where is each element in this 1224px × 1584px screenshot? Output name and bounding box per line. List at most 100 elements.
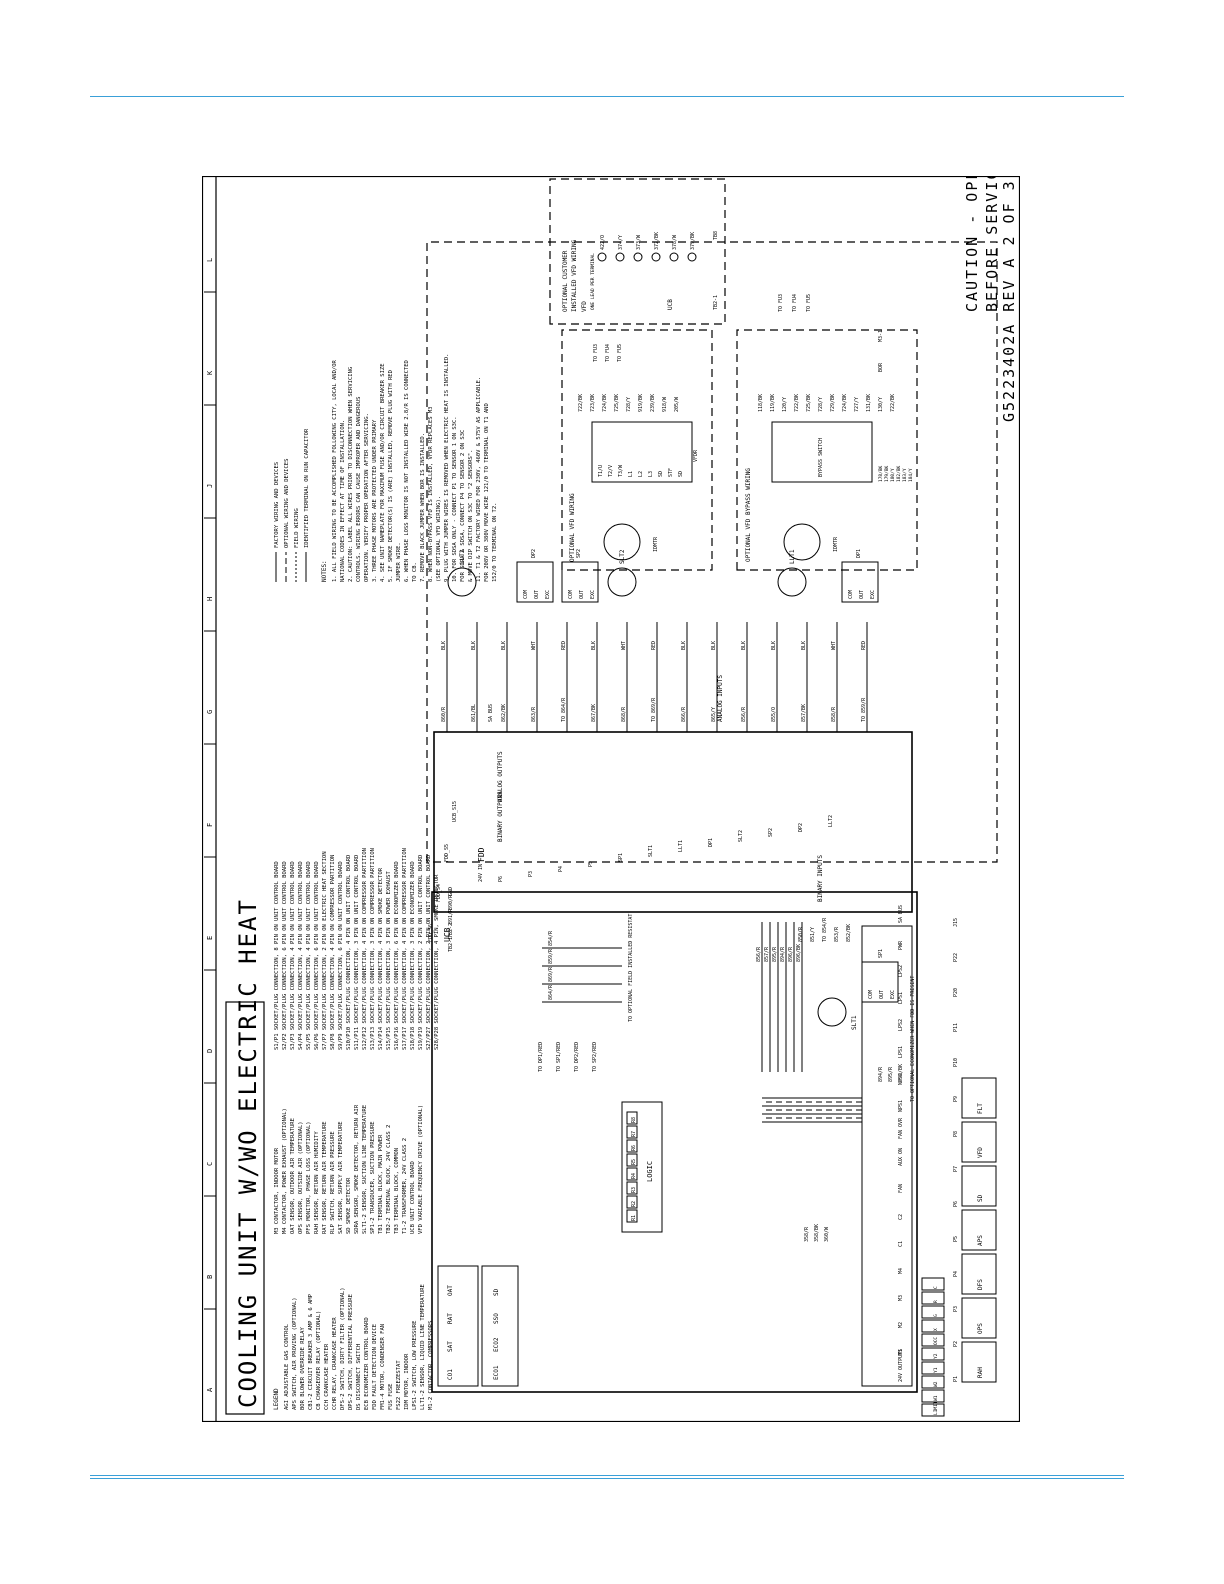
plug-ref: P22: [953, 953, 959, 962]
zone-letter: L: [206, 258, 214, 262]
legend-item: SP1-2 TRANSDUCER, SUCTION PRESSURE: [370, 1121, 376, 1234]
vfd-terminal-label: SD: [658, 471, 664, 477]
thermistor-sensor: [817, 997, 847, 1027]
note-line: 9. PLUG WITH JUMPER WIRES IS REMOVED WHE…: [444, 354, 450, 582]
ucb-input-label: OAT: [447, 1285, 454, 1296]
footer-rule-2: [90, 1478, 1124, 1479]
legend-heading: LEGEND: [273, 1388, 280, 1410]
bypass-wire-label: 722/BK: [890, 394, 896, 412]
legend-item: DFS-2 SWITCH, DIRTY FILTER (OPTIONAL): [340, 1287, 346, 1410]
legend-item: CB1-2 CIRCUIT BREAKER 3 AMP & 6 AMP: [308, 1293, 314, 1410]
field-dest-label: TO DP2/RED: [574, 1042, 580, 1072]
cust-terminal: [633, 252, 643, 262]
plug-item: S3/P3 SOCKET/PLUG CONNECTION, 4 PIN ON U…: [290, 861, 296, 1050]
plug-ref: P11: [953, 1023, 959, 1032]
ucb-output-label: LPS2: [898, 965, 904, 977]
legend-item: RAT SENSOR, RETURN AIR TEMPERATURE: [322, 1121, 328, 1234]
vfd-wire-label: 723/BK: [590, 394, 596, 412]
plug-item: S8/P8 SOCKET/PLUG CONNECTION, 4 PIN ON C…: [330, 855, 336, 1050]
note-line: 11. T1 & T2 FACTORY WIRED FOR 230V, 460V…: [476, 377, 482, 582]
ucb-terminal-label: LIMIT: [933, 1401, 939, 1415]
symbol-label: FIELD WIRING: [294, 508, 300, 548]
ucb-output-label: C2: [898, 1214, 904, 1220]
ucb-output-label: M2: [898, 1322, 904, 1328]
cust-note: ONE LEAD PER TERMINAL: [590, 253, 596, 310]
bypass-wire-label: 120/Y: [782, 397, 788, 412]
cust-title-1: OPTIONAL CUSTOMER: [562, 250, 569, 312]
plug-item: S28/P28 SOCKET/PLUG CONNECTION, 4 PIN, S…: [434, 874, 440, 1050]
note-line: FOR 208V OR 380V MOVE WIRE 121/0 TO TERM…: [484, 403, 490, 582]
vfd-terminal-label: STF: [668, 468, 674, 477]
bypass-term-label: 179/BK: [884, 465, 890, 482]
symbol-label: FACTORY WIRING AND DEVICES: [274, 462, 280, 548]
plug-ref: J15: [953, 918, 959, 927]
notes-heading: NOTES:: [321, 560, 328, 582]
bypass-wire-label: 725/BK: [806, 394, 812, 412]
vfd-wire-label: 724/BK: [602, 394, 608, 412]
zone-letter: G: [206, 710, 214, 714]
ucb-terminal-label: W1: [933, 1395, 939, 1401]
zone-letter: D: [206, 1049, 214, 1053]
small-component-block: [961, 1341, 997, 1383]
note-line: OPERATION. VERIFY PROPER OPERATION AFTER…: [364, 413, 370, 582]
m3-label: M3-1: [878, 330, 884, 342]
vfd-wire-label: 725/BK: [614, 394, 620, 412]
small-component-block: [961, 1209, 997, 1251]
zone-letter: H: [206, 597, 214, 601]
ucb-terminal-label: W2: [933, 1381, 939, 1387]
dp-terminal-label: EXC: [870, 590, 876, 599]
relay-label: R8: [631, 1117, 637, 1123]
wire-color-label: WHT: [621, 641, 627, 650]
cust-terminal: [687, 252, 697, 262]
caution-line-2: BEFORE SERVICING THIS UNIT: [983, 176, 1001, 312]
small-component-label: SD: [977, 1194, 984, 1202]
wire-color-label: RED: [861, 641, 867, 650]
relay-box: [626, 1181, 638, 1195]
bypass-term-label: 184/Y: [908, 468, 914, 482]
plug-item: S7/P7 SOCKET/PLUG CONNECTION, 2 PIN ON E…: [322, 851, 328, 1050]
note-line: CONTROLS. WIRING ERRORS CAN CAUSE IMPROP…: [356, 397, 362, 582]
fdd-left-wire-label: 896/BK: [796, 944, 802, 962]
legend-item: SD SMOKE DETECTOR: [346, 1177, 352, 1234]
bypass-wire-label: 130/Y: [878, 397, 884, 412]
vfd-wire-label: 722/BK: [578, 394, 584, 412]
fdd-24v: 24V IN: [478, 864, 484, 882]
bypass-to-label: TO FU5: [806, 294, 812, 312]
legend-item: RAH SENSOR, RETURN AIR HUMIDITY: [314, 1131, 320, 1234]
ucb-output-label: C1: [898, 1241, 904, 1247]
vfd-terminal-label: T3/W: [618, 464, 624, 477]
wire-color-label: RED: [561, 641, 567, 650]
vfd-wire-label: 919/BK: [638, 394, 644, 412]
vfd-box: [561, 329, 713, 571]
note-line: 2. CAUTION: LABEL ALL WIRES PRIOR TO DIS…: [348, 367, 354, 582]
fdd-plug-label: FDD_S4: [436, 884, 442, 902]
relay-label: R6: [631, 1145, 637, 1151]
vfd-terminal-label: L3: [648, 471, 654, 477]
tb-label: TB2-1: [448, 937, 454, 952]
ucb-output-label: LPS2: [898, 1019, 904, 1031]
fdd-port-label: P6: [498, 876, 504, 882]
wire-color-label: BLK: [591, 641, 597, 650]
bypass-wire-label: 728/Y: [818, 397, 824, 412]
fdd-wire-label: 868/R: [621, 706, 627, 722]
relay-label: R5: [631, 1159, 637, 1165]
legend-item: FUS FUSE: [388, 1384, 394, 1411]
ucb-terminal: [921, 1375, 945, 1389]
ucb-input-label: CO1: [447, 1369, 454, 1380]
eco-wire-label: 896/BK: [898, 1064, 904, 1082]
plug-item: S14/P14 SOCKET/PLUG CONNECTION, 4 PIN ON…: [378, 867, 384, 1050]
sensor-wire-label: 851/Y: [810, 927, 816, 942]
sp1-terminal-block: [861, 961, 899, 1003]
fdd-left-wire-label: 895/R: [772, 946, 778, 962]
zone-letter: J: [206, 484, 214, 488]
customer-vfd-box: [549, 178, 726, 325]
plug-item: S19/P19 SOCKET/PLUG CONNECTION, 2 PIN ON…: [418, 855, 424, 1050]
header-rule: [90, 96, 1124, 97]
note-line: 8. WHEN NON-BYPASS VFD IS INSTALLED, VFD…: [428, 407, 434, 583]
plug-item: S15/P15 SOCKET/PLUG CONNECTION, 3 PIN ON…: [386, 871, 392, 1050]
legend-item: FM1-4 MOTOR, CONDENSER FAN: [380, 1324, 386, 1410]
small-component-block: [961, 1077, 997, 1119]
dp-label: SP2: [576, 549, 582, 558]
legend-item: M1-2 CONTACTOR, COMPRESSORS: [428, 1321, 434, 1410]
plug-item: S27/P27 SOCKET/PLUG CONNECTION, 2 PIN ON…: [426, 855, 432, 1050]
